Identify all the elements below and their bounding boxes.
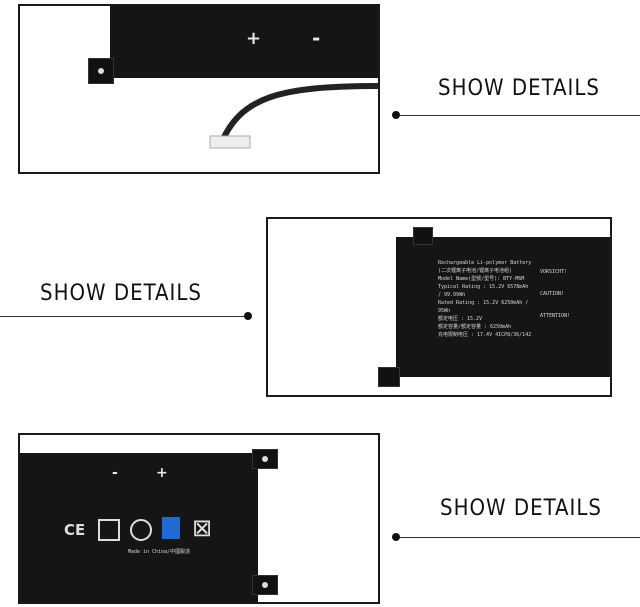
negative-terminal-label: -	[312, 26, 321, 50]
detail-dot-3	[392, 533, 400, 541]
show-details-label-1: SHOW DETAILS	[438, 76, 600, 101]
warning-title: CAUTION!	[540, 291, 565, 297]
ce-mark-icon: CE	[64, 521, 86, 539]
label-line: Model Name(型號/型号): BTY-M6M	[438, 276, 525, 282]
label-line: Typical Rating : 15.2V 6578mAh / 99.99Wh	[438, 284, 529, 298]
made-in-label: Made in China/中國製造	[128, 549, 191, 555]
detail-rule-1	[395, 115, 640, 116]
label-line: Rated Rating : 15.2V 6250mAh / 95Wh	[438, 300, 529, 314]
product-photo-top: + -	[18, 4, 380, 174]
certification-icon	[98, 519, 120, 541]
label-line: 充电限制电压 : 17.4V 4ICP8/36/142	[438, 332, 532, 338]
negative-terminal-label: -	[112, 465, 118, 481]
recycle-icon	[130, 519, 152, 541]
detail-rule-2	[0, 316, 248, 317]
battery-middle	[396, 237, 610, 377]
show-details-label-3: SHOW DETAILS	[440, 496, 602, 521]
detail-dot-1	[392, 111, 400, 119]
mount-hole	[98, 68, 104, 74]
warning-title: VORSICHT!	[540, 269, 568, 275]
weee-bin-icon: ⊠	[192, 514, 213, 542]
label-line: (二次锂离子电池/锂离子电池组)	[438, 268, 513, 274]
battery-top	[110, 6, 378, 78]
battery-mount-ear	[378, 367, 400, 387]
detail-dot-2	[244, 312, 252, 320]
product-photo-middle: Rechargeable Li-polymer Battery (二次锂离子电池…	[266, 217, 612, 397]
show-details-label-2: SHOW DETAILS	[40, 281, 202, 306]
blue-certification-icon	[162, 517, 180, 539]
detail-rule-3	[395, 537, 640, 538]
label-line: 额定电压 : 15.2V	[438, 316, 483, 322]
battery-cable	[209, 83, 378, 149]
label-line: Rechargeable Li-polymer Battery	[438, 260, 532, 266]
mount-hole	[262, 456, 268, 462]
label-line: 额定容量/额定容量 : 6250mAh	[438, 324, 512, 330]
warning-title: ATTENTION!	[540, 313, 571, 319]
mount-hole	[262, 582, 268, 588]
battery-mount-ear	[413, 227, 433, 245]
positive-terminal-label: +	[246, 28, 262, 49]
positive-terminal-label: +	[156, 465, 168, 481]
product-photo-bottom: - + CE ⊠ Made in China/中國製造	[18, 433, 380, 604]
